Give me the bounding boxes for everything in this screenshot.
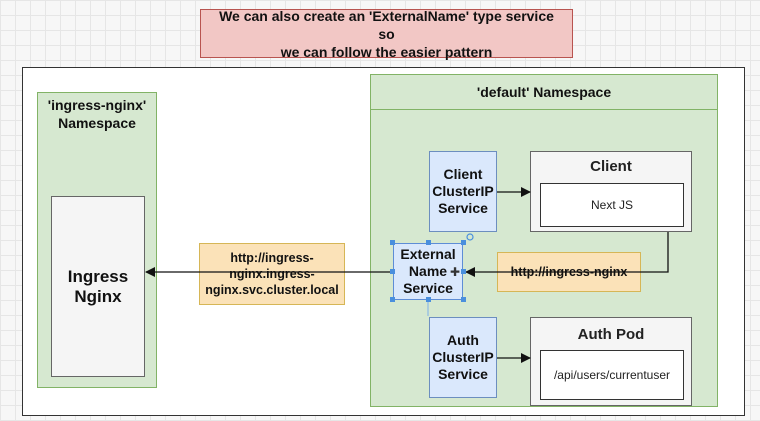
ingress-namespace-title: 'ingress-nginx' Namespace <box>38 93 156 132</box>
auth-pod-title: Auth Pod <box>577 326 645 343</box>
external-service-line-3: Service <box>403 280 453 296</box>
current-user-route-box[interactable]: /api/users/currentuser <box>540 350 684 400</box>
move-cursor-icon: ✚ <box>450 265 461 279</box>
cluster-local-url-line-3: nginx.svc.cluster.local <box>205 283 339 297</box>
resize-handle-n[interactable] <box>426 240 431 245</box>
client-service-line-1: Client <box>443 166 483 182</box>
default-namespace-title: 'default' Namespace <box>371 75 717 110</box>
external-name-service[interactable]: External Name Service <box>393 243 463 300</box>
ingress-namespace-title-line-2: Namespace <box>58 115 136 131</box>
client-clusterip-service[interactable]: Client ClusterIP Service <box>429 151 497 232</box>
external-service-line-1: External <box>400 246 456 262</box>
next-js-box[interactable]: Next JS <box>540 183 684 227</box>
resize-handle-s[interactable] <box>426 297 431 302</box>
resize-handle-sw[interactable] <box>390 297 395 302</box>
cluster-local-url-line-2: nginx.ingress- <box>229 267 315 281</box>
resize-handle-se[interactable] <box>461 297 466 302</box>
cluster-local-url-line-1: http://ingress- <box>230 251 314 265</box>
banner-line-2: we can follow the easier pattern <box>280 43 493 60</box>
arrow-client-pod-to-external-service[interactable] <box>465 232 669 277</box>
client-pod-title: Client <box>590 158 632 175</box>
auth-service-line-3: Service <box>438 366 488 382</box>
ingress-namespace-title-line-1: 'ingress-nginx' <box>47 97 147 113</box>
client-service-line-2: ClusterIP <box>432 183 494 199</box>
client-service-line-3: Service <box>438 200 488 216</box>
rotate-handle-icon[interactable] <box>466 233 474 241</box>
resize-handle-ne[interactable] <box>461 240 466 245</box>
auth-service-line-1: Auth <box>447 332 479 348</box>
banner-line-1: We can also create an 'ExternalName' typ… <box>219 7 554 42</box>
cluster-local-url-note[interactable]: http://ingress- nginx.ingress- nginx.svc… <box>199 243 345 305</box>
auth-service-line-2: ClusterIP <box>432 349 494 365</box>
resize-handle-w[interactable] <box>390 269 395 274</box>
resize-handle-e[interactable] <box>461 269 466 274</box>
banner: We can also create an 'ExternalName' typ… <box>200 7 573 60</box>
ingress-nginx-line-2: Nginx <box>74 286 122 306</box>
ingress-nginx-line-1: Ingress <box>67 266 129 286</box>
auth-clusterip-service[interactable]: Auth ClusterIP Service <box>429 317 497 398</box>
resize-handle-nw[interactable] <box>390 240 395 245</box>
external-service-line-2: Name <box>408 263 448 279</box>
ingress-nginx-box[interactable]: Ingress Nginx <box>51 196 145 377</box>
